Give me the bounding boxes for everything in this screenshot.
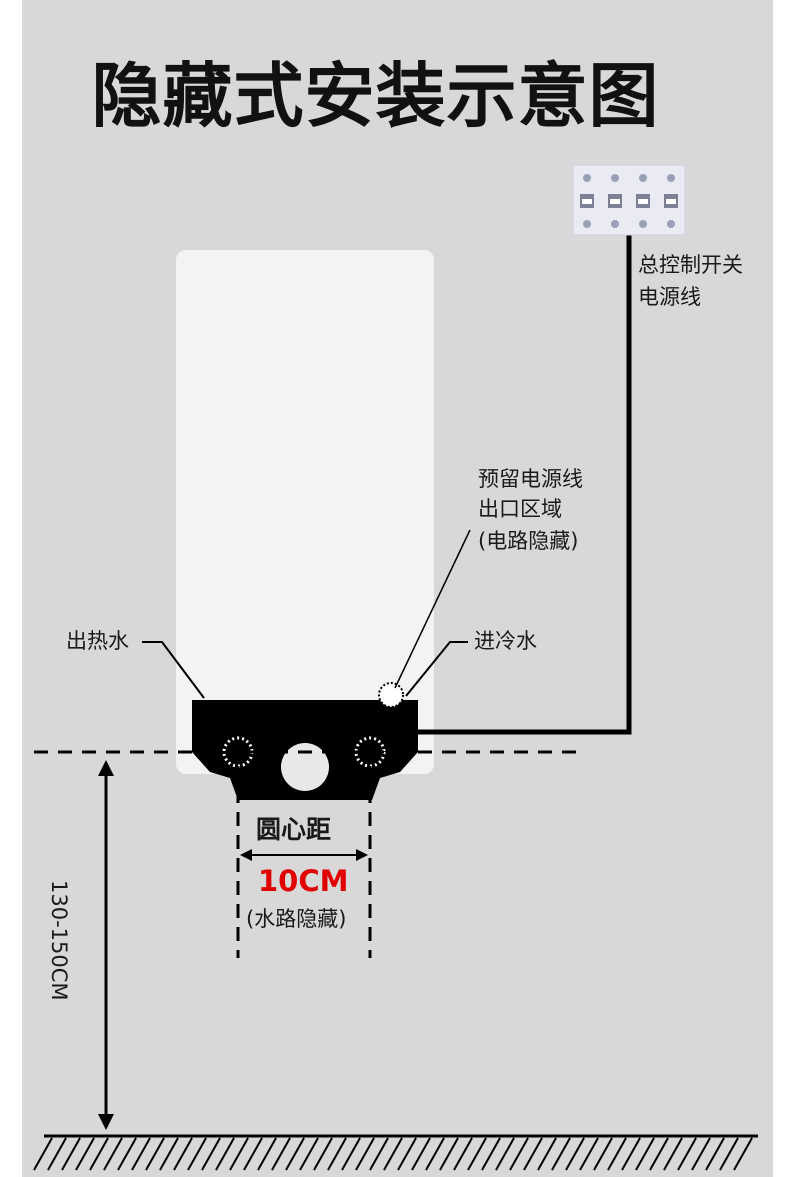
cold-water-leader: [405, 641, 468, 697]
water-heater-body: [176, 250, 434, 774]
power-outlet-area: [378, 682, 404, 708]
pipe-hidden-label: (水路隐藏): [246, 907, 347, 931]
height-arrow: [98, 760, 114, 1130]
hot-water-leader: [142, 641, 205, 699]
reserved-outlet-label-1: 预留电源线: [478, 467, 583, 491]
center-knob: [281, 743, 329, 791]
reserved-outlet-label-2: 出口区域: [478, 497, 562, 521]
cold-water-label: 进冷水: [474, 629, 537, 653]
hot-water-label: 出热水: [66, 629, 129, 653]
install-height-label: 130-150CM: [47, 880, 71, 1001]
ground-line: [33, 1134, 758, 1171]
main-breaker-switch: [572, 164, 686, 236]
center-distance-arrow: [240, 849, 368, 861]
power-line-label: 电源线: [638, 285, 701, 309]
center-distance-label: 圆心距: [256, 815, 332, 844]
page-title: 隐藏式安装示意图: [91, 55, 660, 137]
outlet-leader: [394, 529, 471, 689]
distance-value: 10CM: [258, 864, 349, 898]
power-cable: [418, 228, 632, 735]
reserved-outlet-label-3: (电路隐藏): [478, 529, 579, 553]
main-switch-label: 总控制开关: [638, 253, 743, 277]
